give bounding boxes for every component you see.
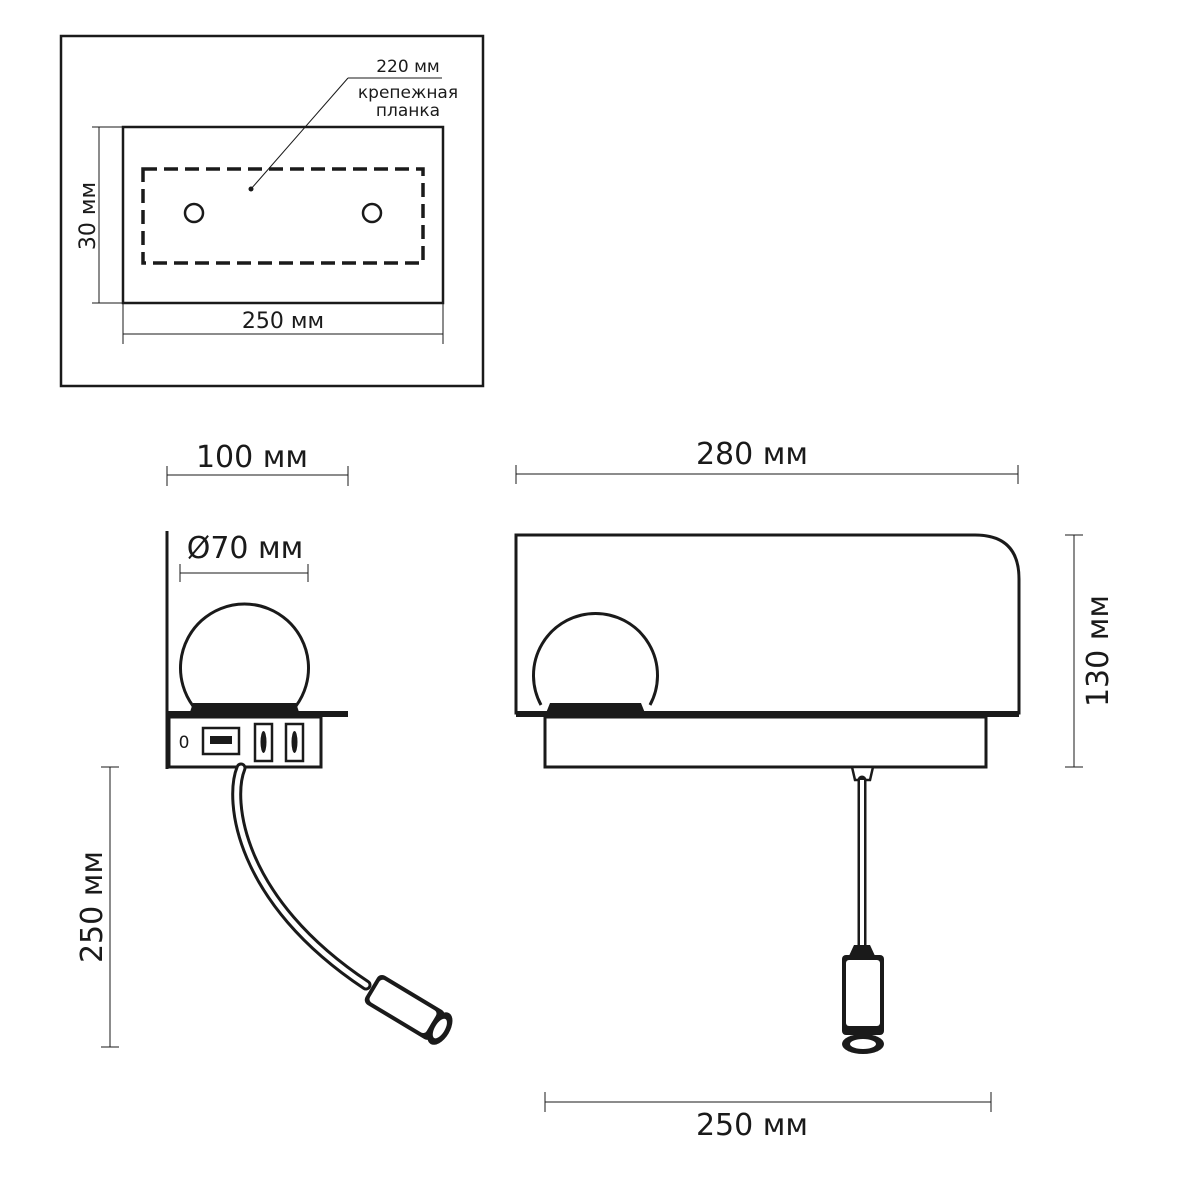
front-width-label: 280 мм [696, 437, 808, 472]
callout-label-line1: крепежная [358, 83, 458, 103]
usb-port-slot [210, 736, 232, 744]
front-spot-neck [848, 945, 876, 958]
front-globe-shade [532, 611, 659, 706]
flex-arm [231, 762, 372, 991]
front-view: 280 мм 130 мм 250 мм [514, 437, 1116, 1143]
rocker-switch-left-mark [260, 731, 267, 753]
front-switch-housing [543, 715, 988, 769]
plate-width-label: 250 мм [242, 309, 324, 334]
base-width-label: 250 мм [696, 1108, 808, 1143]
callout-value: 220 мм [376, 57, 440, 77]
arm-length-label: 250 мм [75, 851, 110, 963]
globe-shade [179, 602, 310, 707]
switch-indicator: 0 [179, 733, 190, 753]
front-shelf-top [516, 711, 1019, 717]
front-globe-base [546, 703, 645, 713]
usb-port [201, 726, 241, 756]
reading-spot-head [364, 974, 453, 1045]
screw-hole-right [361, 202, 383, 224]
callout-leader [250, 77, 349, 190]
mount-plate-frame [59, 34, 485, 388]
mount-plate-body [121, 125, 445, 305]
mounting-bar-outline [141, 167, 425, 265]
globe-base [190, 703, 299, 712]
front-height-label: 130 мм [1081, 595, 1116, 707]
plate-height-label: 30 мм [76, 182, 101, 250]
shade-diameter-label: Ø70 мм [187, 531, 304, 566]
depth-label: 100 мм [196, 440, 308, 475]
side-view: 100 мм Ø70 мм 0 [75, 440, 453, 1048]
callout-label-line2: планка [376, 101, 440, 121]
front-spot-body-inner [846, 960, 880, 1026]
screw-hole-left [183, 202, 205, 224]
mount-plate-view: 220 мм крепежная планка 30 мм 250 мм [59, 34, 485, 388]
front-gooseneck-collar [850, 765, 875, 782]
rocker-switch-right-mark [291, 731, 298, 753]
front-spot-lens-inner [850, 1039, 876, 1049]
flex-arm-core [234, 765, 369, 988]
